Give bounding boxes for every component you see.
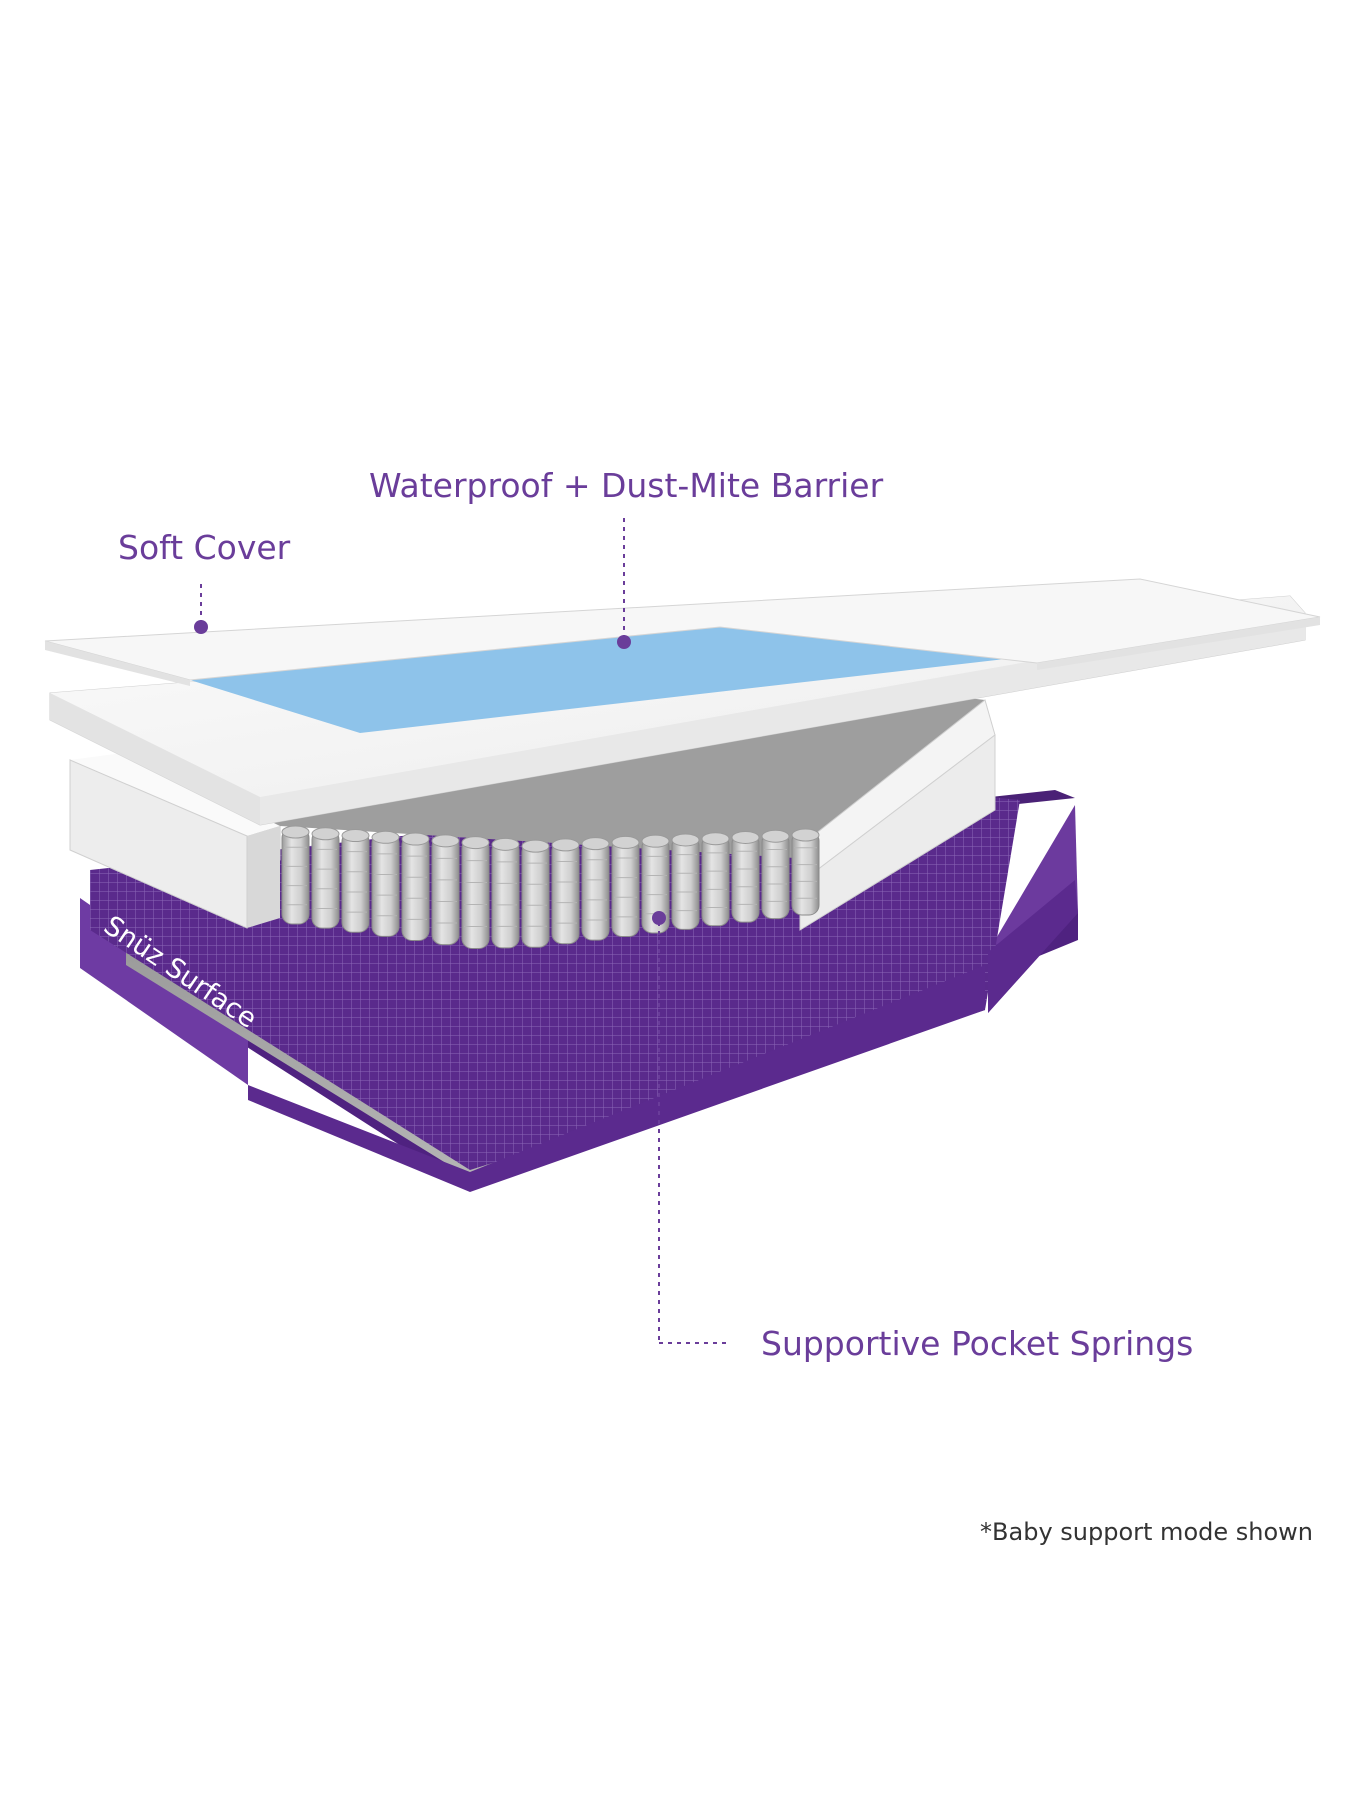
leader-barrier xyxy=(617,518,631,649)
spring-coil xyxy=(641,834,670,934)
spring-coil xyxy=(551,838,580,945)
spring-coil xyxy=(311,827,340,929)
soft-cover-label: Soft Cover xyxy=(118,528,291,567)
spring-coil xyxy=(671,833,700,930)
soft-cover-sheet xyxy=(44,578,1321,686)
spring-coil xyxy=(581,837,610,941)
spring-coil xyxy=(791,828,820,916)
leader-springs xyxy=(652,911,730,1344)
spring-coil xyxy=(461,836,490,949)
spring-coil xyxy=(731,830,760,923)
spring-coil xyxy=(281,825,310,925)
spring-coil xyxy=(491,837,520,949)
spring-coil xyxy=(611,835,640,938)
spring-coils-front-row xyxy=(281,825,820,949)
spring-coil xyxy=(761,829,790,920)
footnote: *Baby support mode shown xyxy=(980,1518,1313,1546)
spring-coil xyxy=(401,832,430,941)
spring-coil xyxy=(371,830,400,937)
springs-label: Supportive Pocket Springs xyxy=(761,1324,1194,1363)
spring-coil xyxy=(341,829,370,933)
barrier-label: Waterproof + Dust-Mite Barrier xyxy=(369,466,884,505)
spring-coil xyxy=(431,834,460,946)
spring-coil xyxy=(521,839,550,948)
spring-coil xyxy=(701,832,730,927)
leader-soft-cover xyxy=(194,584,208,634)
